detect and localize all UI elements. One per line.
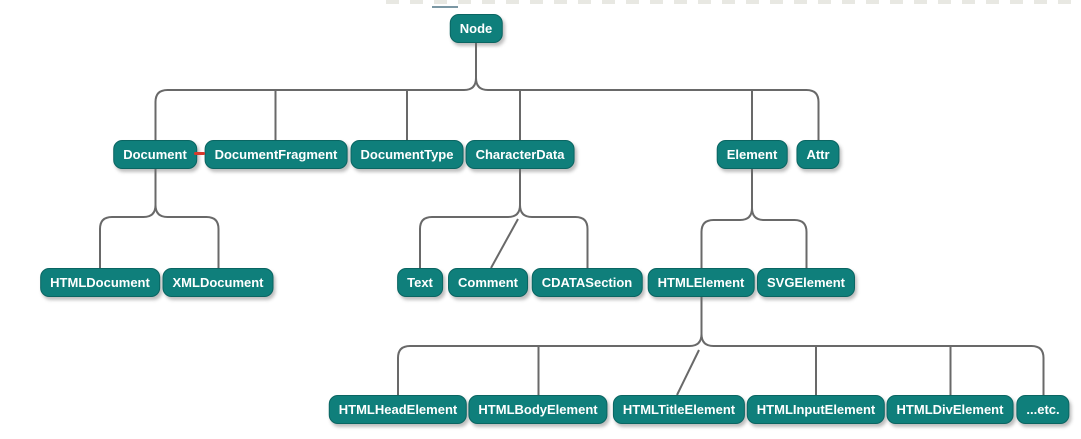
tree-node-characterdata: CharacterData (465, 140, 575, 169)
tree-node-attr: Attr (796, 140, 840, 169)
tree-node-node: Node (449, 14, 503, 43)
tree-node-svgelement: SVGElement (756, 268, 856, 297)
tree-node-comment: Comment (448, 268, 528, 297)
tree-node-xmldocument: XMLDocument (162, 268, 274, 297)
tree-node-text: Text (397, 268, 443, 297)
connector-characterdata-children (419, 168, 589, 269)
tree-node-htmlelement: HTMLElement (647, 268, 755, 297)
tree-node-cdatasection: CDATASection (531, 268, 643, 297)
clipped-content-artifact (386, 0, 1081, 4)
tree-node-htmlheadelement: HTMLHeadElement (328, 395, 468, 424)
tree-node-htmlbodyelement: HTMLBodyElement (468, 395, 608, 424)
tree-node-htmlinputelement: HTMLInputElement (746, 395, 886, 424)
tree-node-etc: ...etc. (1016, 395, 1070, 424)
tree-node-documentfragment: DocumentFragment (204, 140, 348, 169)
tree-node-element: Element (716, 140, 788, 169)
document-minus-marker (194, 152, 205, 155)
tree-node-document: Document (113, 140, 197, 169)
connector-document-children (99, 168, 220, 268)
tree-node-documenttype: DocumentType (350, 140, 464, 169)
tree-node-htmldivelement: HTMLDivElement (886, 395, 1014, 424)
connector-node-children (154, 41, 820, 140)
connector-element-children (700, 168, 808, 268)
clipped-content-artifact-line (432, 6, 458, 8)
tree-node-htmltitleelement: HTMLTitleElement (612, 395, 746, 424)
connector-htmlelement-children (397, 296, 1045, 396)
tree-node-htmldocument: HTMLDocument (40, 268, 160, 297)
